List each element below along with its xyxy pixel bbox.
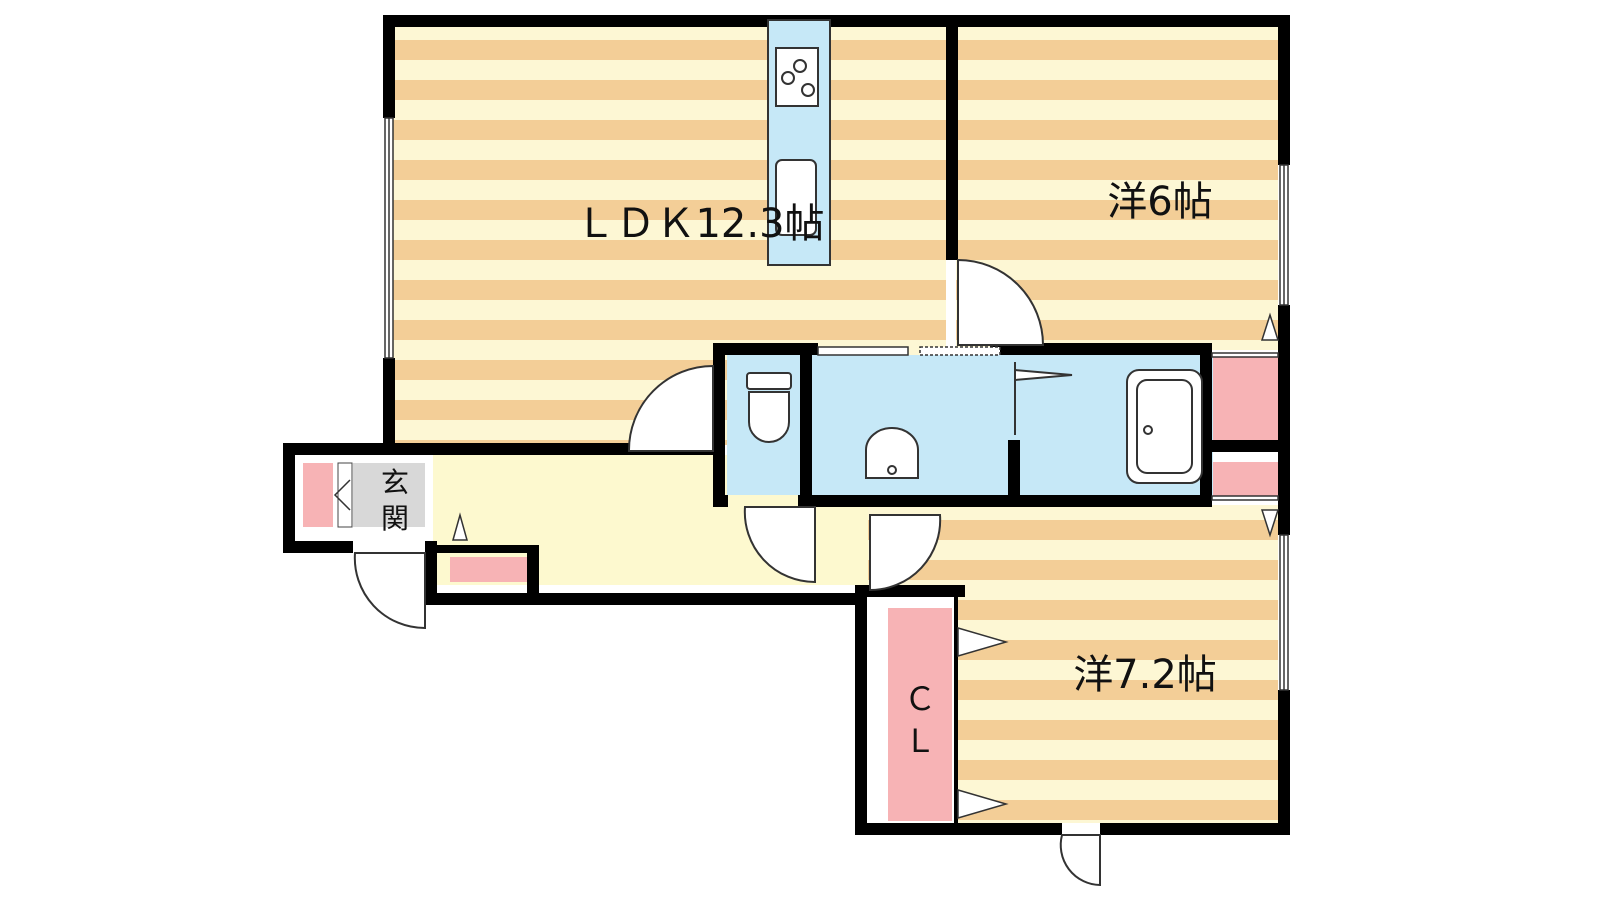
entrance-shoe-storage (303, 463, 333, 527)
closet-label-line2: Ｌ (904, 722, 936, 760)
toilet-icon (746, 372, 792, 443)
entrance-label-line1: 玄 (381, 466, 409, 499)
windows (384, 117, 1289, 691)
kitchen-counter (767, 19, 831, 266)
bathtub-icon (1126, 369, 1203, 484)
hall-storage (450, 557, 530, 582)
western72-floor-main (956, 585, 1278, 823)
washer-slot (817, 346, 1001, 356)
ldk-label: ＬＤＫ12.3帖 (575, 201, 824, 247)
doors (353, 258, 1101, 887)
western72-label: 洋7.2帖 (1073, 652, 1217, 698)
sink-icon (865, 427, 919, 479)
entrance-label-line2: 関 (381, 502, 409, 535)
western6-label: 洋6帖 (1107, 179, 1212, 225)
entrance-tile (353, 463, 425, 527)
closet-label-line1: Ｃ (904, 680, 936, 718)
entrance-shoe-door-marks (333, 479, 351, 511)
storage-upper-right (1213, 355, 1278, 440)
storage-lower-right (1213, 462, 1278, 498)
entrance-step (337, 462, 353, 528)
closet-storage (888, 608, 952, 821)
folding-doors (452, 312, 1280, 819)
